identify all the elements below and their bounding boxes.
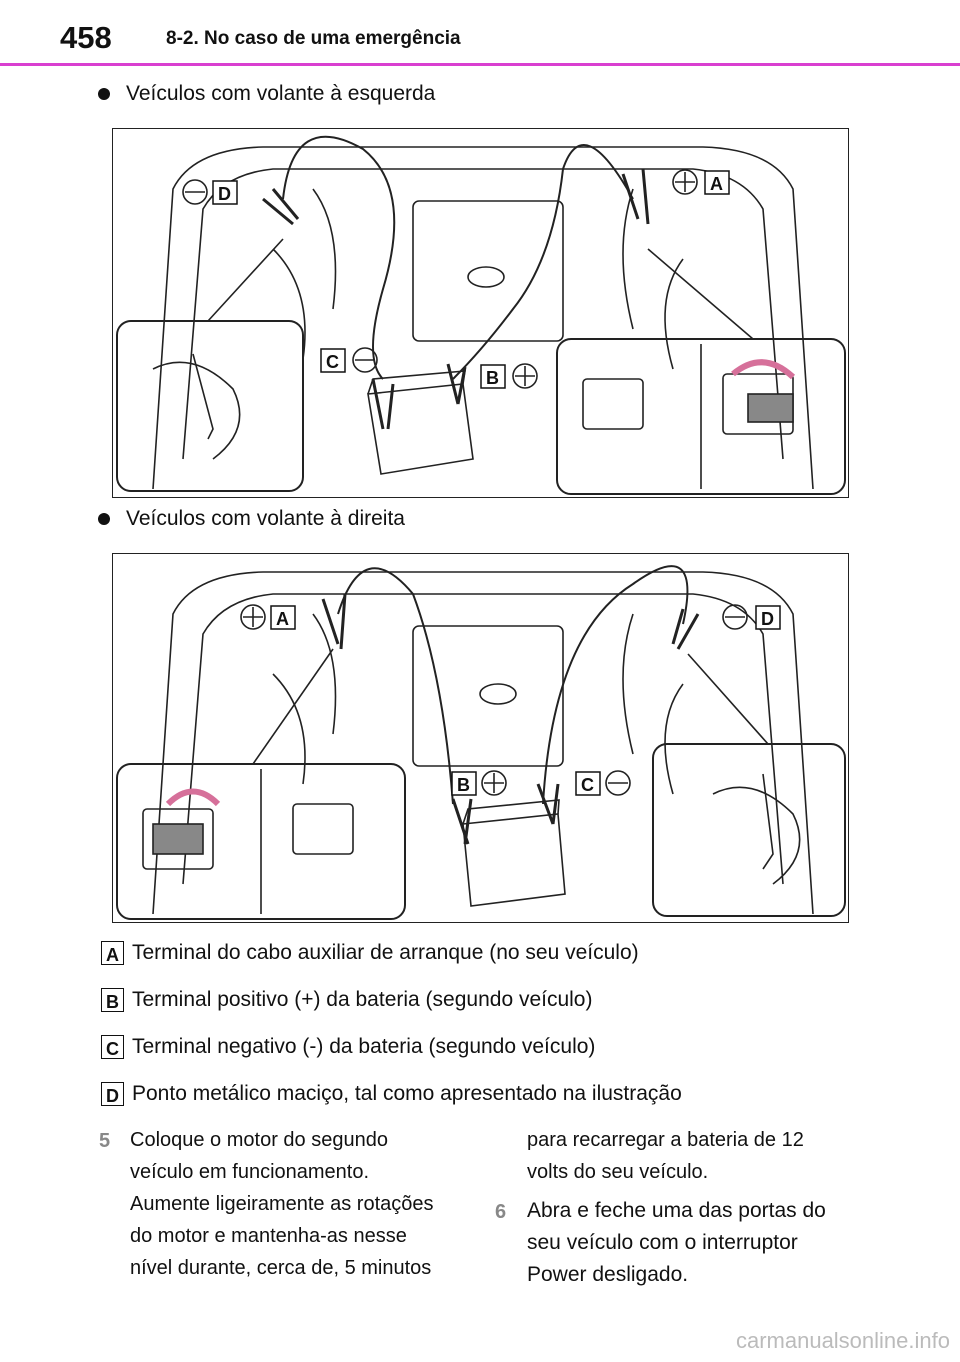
- bullet-left-hand-drive: Veículos com volante à esquerda: [98, 82, 435, 106]
- text-line: seu veículo com o interruptor: [527, 1231, 798, 1254]
- step-5-text: Coloque o motor do segundo veículo em fu…: [130, 1124, 434, 1284]
- illustration-left-hand-drive: D A C B: [112, 128, 849, 498]
- bullet-right-hand-drive: Veículos com volante à direita: [98, 507, 405, 531]
- bullet-icon: [98, 513, 110, 525]
- legend-text: Terminal positivo (+) da bateria (segund…: [132, 988, 593, 1011]
- text-line: Power desligado.: [527, 1263, 689, 1286]
- engine-bay-drawing: A D B C: [116, 565, 846, 920]
- section-title: 8-2. No caso de uma emergência: [166, 28, 461, 49]
- header-rule: [0, 63, 960, 66]
- label-c: C: [326, 352, 339, 372]
- legend-key: B: [101, 988, 124, 1012]
- text-line: Aumente ligeiramente as rotações: [130, 1193, 434, 1215]
- bullet-label: Veículos com volante à direita: [126, 507, 405, 530]
- text-line: veículo em funcionamento.: [130, 1161, 370, 1183]
- legend-key: A: [101, 941, 124, 965]
- label-a: A: [276, 609, 289, 629]
- text-line: para recarregar a bateria de 12: [527, 1129, 804, 1151]
- text-line: Abra e feche uma das portas do: [527, 1199, 826, 1222]
- bullet-label: Veículos com volante à esquerda: [126, 82, 436, 105]
- page-number: 458: [60, 20, 112, 55]
- legend-text: Terminal do cabo auxiliar de arranque (n…: [132, 941, 639, 964]
- legend-item-a: A Terminal do cabo auxiliar de arranque …: [101, 941, 639, 965]
- legend-item-c: C Terminal negativo (-) da bateria (segu…: [101, 1035, 595, 1059]
- label-b: B: [457, 775, 470, 795]
- label-d: D: [761, 609, 774, 629]
- illustration-right-hand-drive: A D B C: [112, 553, 849, 923]
- step-5-continued: para recarregar a bateria de 12 volts do…: [527, 1124, 804, 1188]
- legend-text: Terminal negativo (-) da bateria (segund…: [132, 1035, 596, 1058]
- text-line: volts do seu veículo.: [527, 1161, 709, 1183]
- legend-text: Ponto metálico maciço, tal como apresent…: [132, 1082, 682, 1105]
- label-a: A: [710, 174, 723, 194]
- step-6-number: 6: [495, 1201, 507, 1223]
- legend-key: D: [101, 1082, 124, 1106]
- engine-bay-drawing: D A C B: [116, 135, 846, 495]
- watermark: carmanualsonline.info: [735, 1328, 950, 1353]
- text-line: do motor e mantenha-as nesse: [130, 1225, 407, 1247]
- label-b: B: [486, 368, 499, 388]
- step-6-text: Abra e feche uma das portas do seu veícu…: [527, 1195, 826, 1291]
- step-5-number: 5: [99, 1130, 111, 1152]
- text-line: nível durante, cerca de, 5 minutos: [130, 1257, 432, 1279]
- legend-item-d: D Ponto metálico maciço, tal como aprese…: [101, 1082, 682, 1106]
- label-c: C: [581, 775, 594, 795]
- legend-key: C: [101, 1035, 124, 1059]
- label-d: D: [218, 184, 231, 204]
- text-line: Coloque o motor do segundo: [130, 1129, 388, 1151]
- legend-item-b: B Terminal positivo (+) da bateria (segu…: [101, 988, 592, 1012]
- bullet-icon: [98, 88, 110, 100]
